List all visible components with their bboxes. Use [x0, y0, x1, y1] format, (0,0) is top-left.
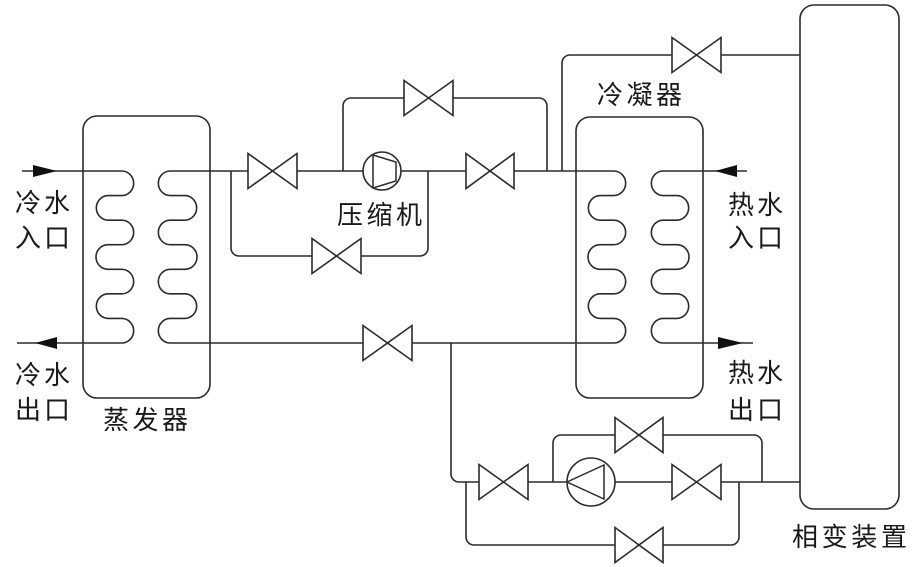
- valve-icon: [614, 525, 664, 565]
- cold-water-outlet-label-line2: 出口: [15, 396, 70, 426]
- valve-icon: [465, 151, 515, 191]
- evaporator-label: 蒸发器: [103, 406, 188, 436]
- pipe-pump-top-bypass: [552, 434, 763, 482]
- valve-icon: [671, 35, 722, 75]
- valve-icon: [614, 415, 664, 455]
- pump-triangle: [565, 463, 605, 501]
- pipe-compressor-lower-bypass: [230, 171, 429, 257]
- compressor-trapezoid: [372, 153, 397, 190]
- hot-water-outlet-label-line2: 出口: [728, 396, 783, 426]
- hot-water-outlet-label-line1: 热水: [728, 359, 783, 389]
- cold-water-outlet-arrow-icon: [35, 337, 57, 349]
- pipe-to-phase-change-device-top: [561, 54, 800, 171]
- hot-water-outlet-arrow-icon: [718, 337, 743, 349]
- pump-body: [566, 457, 616, 507]
- condenser-refrigerant-coil: [412, 170, 627, 344]
- hot-water-inlet-arrow-icon: [715, 165, 737, 177]
- pipe-compressor-top-bypass: [342, 97, 548, 171]
- pipe-lower-bypass: [465, 482, 740, 546]
- cold-water-inlet-label-line1: 冷水: [15, 189, 70, 219]
- valve-icon: [671, 462, 722, 502]
- valve-icon: [247, 151, 298, 191]
- cold-water-inlet-arrow-icon: [33, 165, 57, 177]
- condenser-label: 冷凝器: [597, 81, 682, 111]
- pipe-liquid-line-branch: [450, 343, 479, 483]
- evaporator-water-coil: [17, 170, 135, 344]
- hot-water-inlet-label-line1: 热水: [728, 191, 783, 221]
- phase-change-device-label: 相变装置: [792, 523, 907, 553]
- evaporator-box: [82, 115, 211, 399]
- valve-icon: [403, 78, 454, 118]
- condenser-box: [575, 116, 704, 399]
- cold-water-inlet-label-line2: 入口: [15, 224, 70, 254]
- expansion-valve-icon: [362, 323, 413, 363]
- phase-change-device-box: [799, 4, 900, 510]
- condenser-water-coil: [650, 170, 753, 344]
- evaporator-refrigerant-coil: [157, 170, 363, 344]
- pump-icon: [565, 457, 616, 507]
- valve-icon: [311, 236, 362, 276]
- compressor-label: 压缩机: [337, 201, 422, 231]
- compressor-icon: [362, 151, 402, 191]
- hot-water-inlet-label-line2: 入口: [728, 224, 783, 254]
- cold-water-outlet-label-line1: 冷水: [15, 361, 70, 391]
- valve-icon: [478, 462, 529, 502]
